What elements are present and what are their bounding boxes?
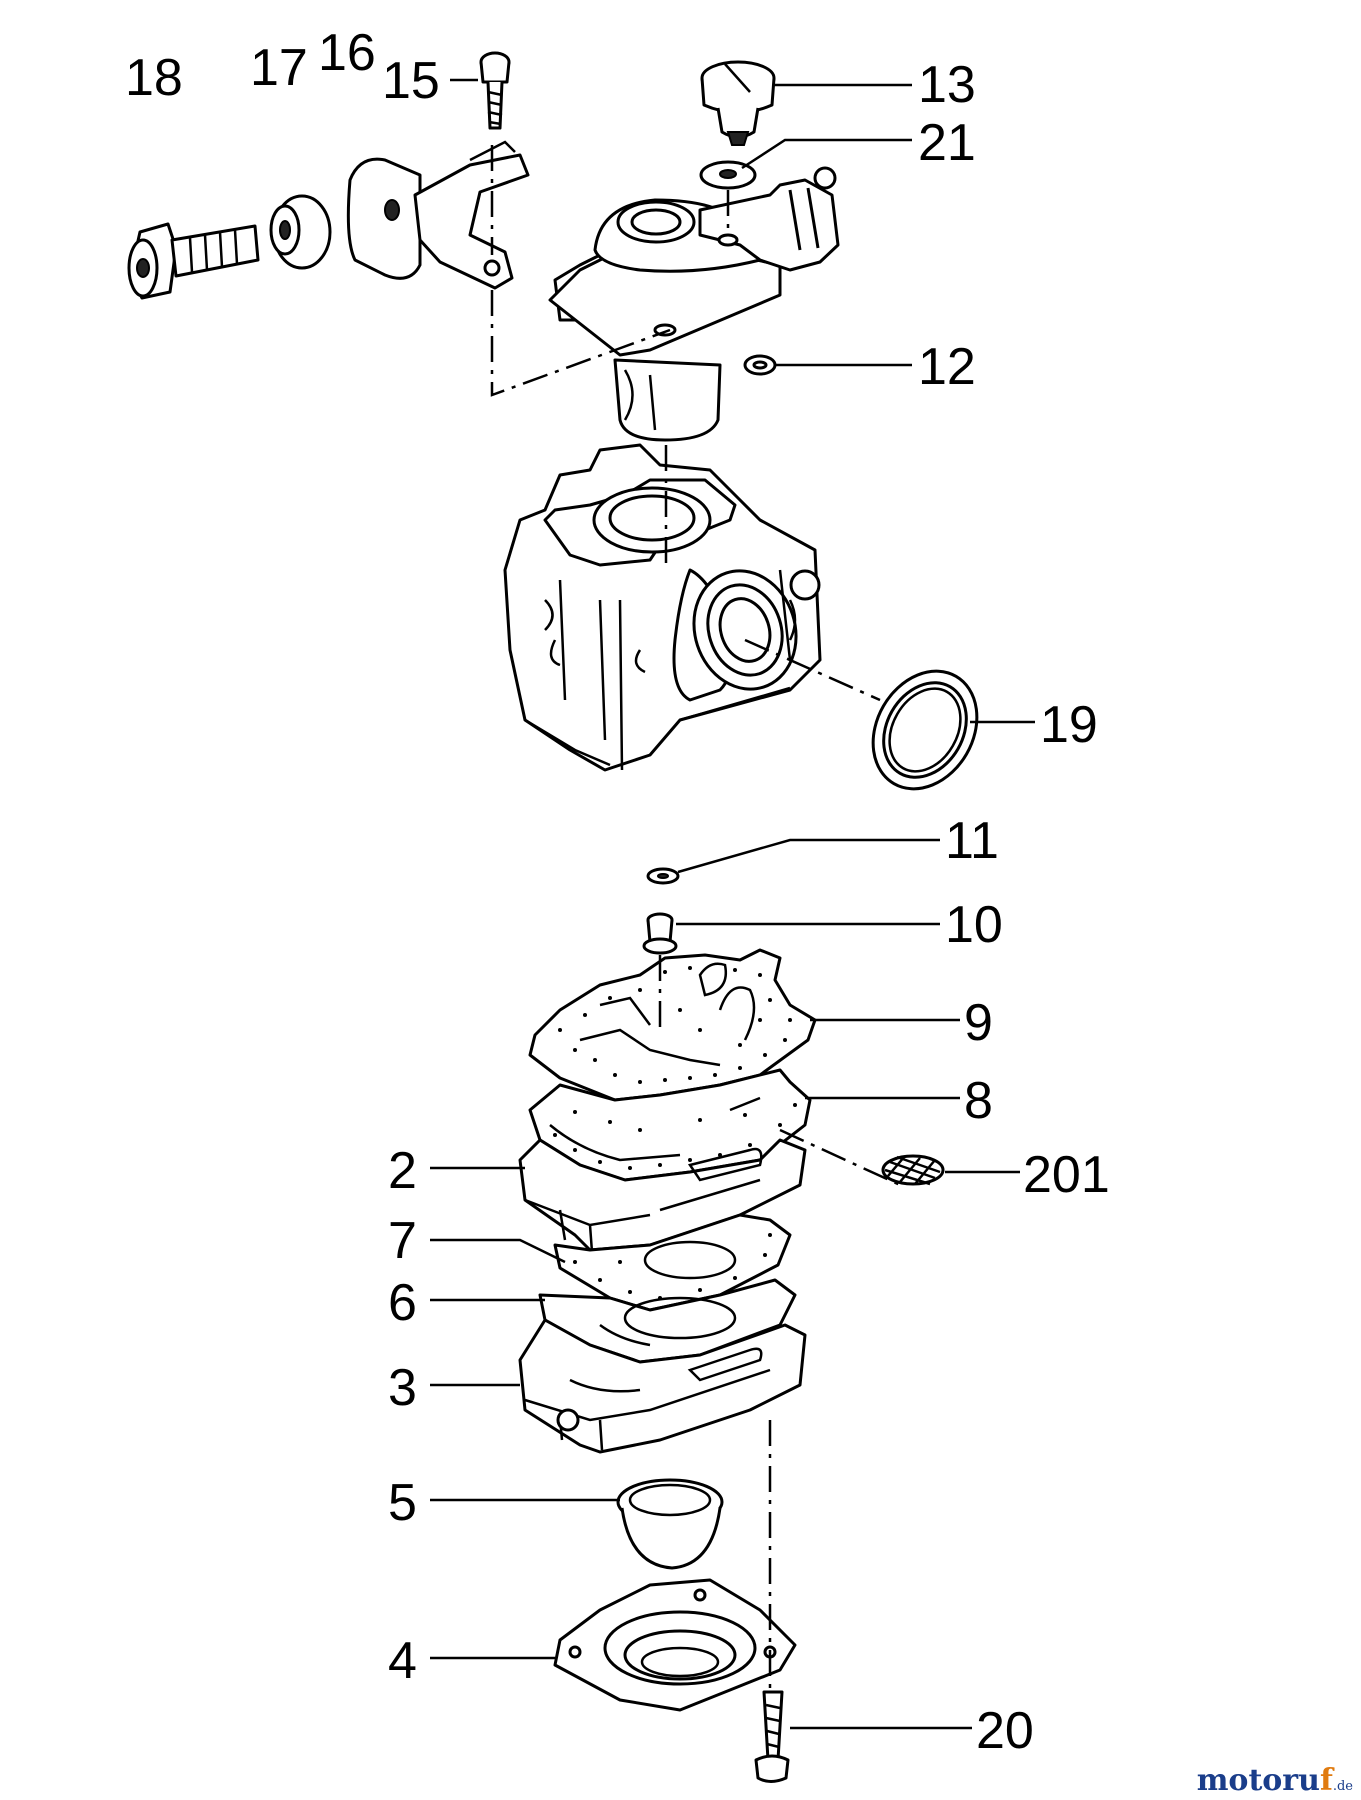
- callout-8: 8: [964, 1072, 993, 1130]
- part-15-screw: [479, 51, 511, 130]
- callout-16: 16: [318, 24, 376, 82]
- assembly-axes: [490, 145, 901, 1690]
- callout-6: 6: [388, 1274, 417, 1332]
- part-11-washer: [646, 867, 680, 885]
- callout-9: 9: [964, 994, 993, 1052]
- callout-7: 7: [388, 1212, 417, 1270]
- part-3-pump-body: [518, 1318, 807, 1454]
- callout-2: 2: [388, 1142, 417, 1200]
- gasket-8-dot-texture: [553, 1103, 797, 1170]
- callout-3: 3: [388, 1359, 417, 1417]
- leader-lines: [430, 78, 1035, 1730]
- watermark-accent: f: [1319, 1763, 1333, 1798]
- callout-5: 5: [388, 1474, 417, 1532]
- callout-12: 12: [918, 338, 976, 396]
- part-7-gasket: [553, 1213, 792, 1312]
- part-17-nut: [269, 194, 332, 270]
- motoruf-watermark-logo: motoruf.de: [1197, 1763, 1353, 1798]
- callout-18: 18: [125, 49, 183, 107]
- part-21-washer: [699, 160, 757, 190]
- gasket-dot-texture: [558, 966, 792, 1084]
- callout-201: 201: [1023, 1146, 1110, 1204]
- part-13-adjust-screw: [700, 60, 776, 146]
- callout-11: 11: [945, 812, 999, 870]
- gasket-7-dot-texture: [573, 1233, 772, 1300]
- part-5-pump-cup: [616, 1478, 724, 1570]
- callout-17: 17: [250, 39, 308, 97]
- callout-19: 19: [1040, 696, 1098, 754]
- part-4-cover: [553, 1578, 797, 1712]
- part-20-screw: [754, 1690, 790, 1783]
- part-18-fitting: [127, 222, 260, 300]
- watermark-main: motoru: [1196, 1763, 1320, 1798]
- callout-10: 10: [945, 896, 1003, 954]
- part-16-choke-lever: [346, 140, 530, 290]
- callout-4: 4: [388, 1632, 417, 1690]
- callout-20: 20: [976, 1702, 1034, 1760]
- callout-15: 15: [382, 52, 440, 110]
- callout-13: 13: [918, 56, 976, 114]
- callout-labels: 18 17 16 15 13 21 12 19 11 10 9 8 2 201 …: [125, 24, 1110, 1760]
- watermark-tld: .de: [1332, 1779, 1353, 1794]
- part-2-plate: [518, 1138, 807, 1253]
- callout-21: 21: [918, 114, 976, 172]
- part-12-clip: [743, 354, 777, 376]
- part-10-valve: [642, 912, 678, 955]
- part-201-filter-screen: [881, 1154, 945, 1186]
- carburetor-main-body: [503, 443, 822, 772]
- part-19-seal-ring: [871, 669, 979, 791]
- carburetor-upper-body: [548, 166, 840, 442]
